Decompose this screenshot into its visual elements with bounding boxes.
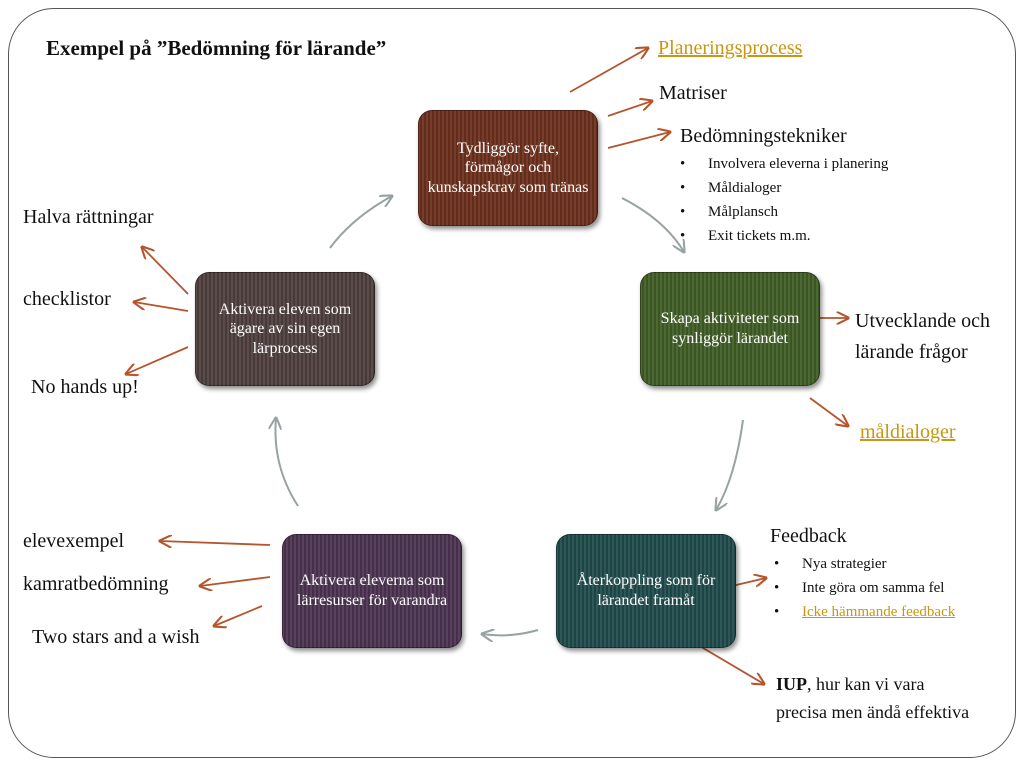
list-item-link: Icke hämmande feedback — [770, 600, 955, 624]
step-box-agare[interactable]: Aktivera eleven som ägare av sin egen lä… — [195, 272, 375, 386]
arrow-to-kamratbedomning — [200, 576, 271, 586]
step-box-tydliggor[interactable]: Tydliggör syfte, förmågor och kunskapskr… — [418, 110, 598, 226]
matriser-label: Matriser — [659, 82, 727, 104]
cycle-arrow-3-4 — [482, 630, 539, 635]
iup-rest: , hur kan vi vara — [807, 674, 925, 694]
checklistor-label: checklistor — [23, 288, 111, 310]
step-label: Aktivera eleverna som lärresurser för va… — [296, 572, 448, 609]
kamratbedomning-label: kamratbedömning — [23, 573, 169, 595]
iup-line2: precisa men ändå effektiva — [776, 702, 970, 722]
bedomningstekniker-label: Bedömningstekniker — [680, 125, 847, 147]
arrow-to-elevexempel — [160, 541, 271, 545]
feedback-label: Feedback — [770, 525, 847, 547]
step-label: Återkoppling som för lärandet framåt — [576, 572, 716, 609]
list-item: Involvera eleverna i planering — [676, 152, 888, 176]
arrow-to-bedomningstekniker — [607, 132, 670, 149]
arrow-to-no-hands-up — [126, 346, 189, 374]
planeringsprocess-link[interactable]: Planeringsprocess — [658, 37, 803, 59]
arrow-to-checklistor — [134, 302, 189, 312]
halva-rattningar-label: Halva rättningar — [23, 206, 154, 228]
step-box-aterkoppling[interactable]: Återkoppling som för lärandet framåt — [556, 534, 736, 648]
step-label: Skapa aktiviteter som synliggör lärandet — [660, 310, 800, 347]
no-hands-up-label: No hands up! — [31, 376, 139, 398]
arrow-to-matriser — [607, 101, 652, 117]
iup-bold: IUP — [776, 674, 807, 694]
list-item: Målplansch — [676, 200, 888, 224]
list-item: Nya strategier — [770, 552, 955, 576]
cycle-arrow-1-2 — [621, 197, 684, 252]
two-stars-label: Two stars and a wish — [32, 626, 200, 648]
icke-hammande-feedback-link[interactable]: Icke hämmande feedback — [802, 604, 956, 620]
iup-text: IUP, hur kan vi vara precisa men ändå ef… — [776, 670, 969, 726]
arrow-to-two-stars — [214, 605, 263, 626]
arrow-to-halva-rattningar — [142, 247, 189, 295]
cycle-arrow-4-5 — [275, 418, 299, 507]
cycle-arrow-5-1 — [329, 196, 392, 249]
bedomningstekniker-list: Involvera eleverna i planering Måldialog… — [676, 152, 888, 248]
step-label: Tydliggör syfte, förmågor och kunskapskr… — [427, 139, 589, 196]
list-item: Måldialoger — [676, 176, 888, 200]
feedback-list: Nya strategier Inte göra om samma fel Ic… — [770, 552, 955, 624]
arrow-to-planeringsprocess — [569, 48, 648, 93]
arrow-to-iup — [697, 644, 764, 684]
step-box-skapa-aktiviteter[interactable]: Skapa aktiviteter som synliggör lärandet — [640, 272, 820, 386]
step-box-lararresurser[interactable]: Aktivera eleverna som lärresurser för va… — [282, 534, 462, 648]
step-label: Aktivera eleven som ägare av sin egen lä… — [218, 300, 352, 357]
fragor-label: Utvecklande och lärande frågor — [855, 310, 990, 363]
cycle-arrow-2-3 — [716, 419, 744, 510]
page-title: Exempel på ”Bedömning för lärande” — [46, 36, 387, 60]
arrow-to-maldialoger — [809, 397, 848, 426]
list-item: Inte göra om samma fel — [770, 576, 955, 600]
maldialoger-link[interactable]: måldialoger — [860, 421, 956, 443]
list-item: Exit tickets m.m. — [676, 224, 888, 248]
elevexempel-label: elevexempel — [23, 530, 125, 552]
